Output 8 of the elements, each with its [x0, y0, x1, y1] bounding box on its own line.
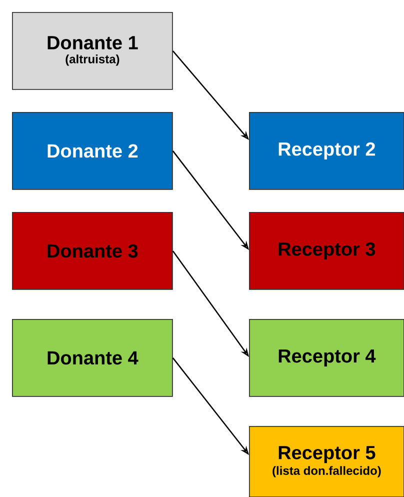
donor-box: Donante 1 (altruista)	[12, 12, 173, 90]
recipient-box: Receptor 3	[249, 212, 404, 290]
recipient-box: Receptor 2	[249, 112, 404, 190]
donor-box: Donante 4	[12, 319, 173, 397]
donor-box: Donante 3	[12, 212, 173, 290]
recipient-box: Receptor 5 (lista don.fallecido)	[249, 426, 404, 497]
donor-box: Donante 2	[12, 112, 173, 190]
recipient-box: Receptor 4	[249, 319, 404, 397]
